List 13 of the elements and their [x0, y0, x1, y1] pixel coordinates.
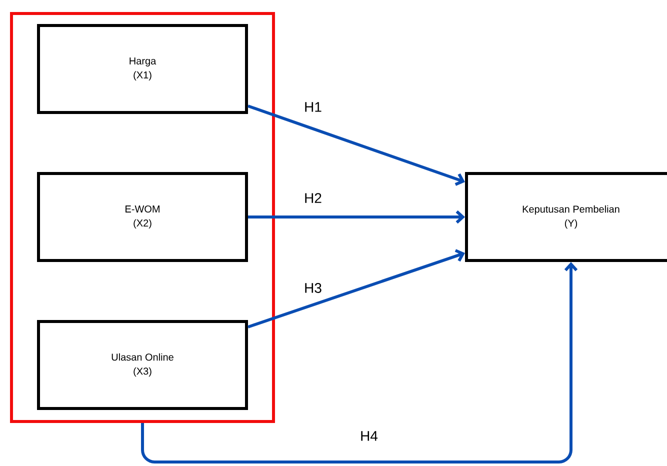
group-frame [10, 12, 275, 423]
edge-label: H2 [305, 193, 322, 203]
variable-box: Harga (X1) [37, 24, 248, 114]
edge-label: H1 [305, 102, 322, 112]
edge-label: H3 [305, 283, 322, 293]
arrow [248, 104, 465, 186]
arrow [248, 249, 465, 328]
arrow [248, 210, 465, 224]
edge-label: H4 [361, 431, 378, 441]
variable-box: E-WOM (X2) [37, 172, 248, 262]
variable-box: Ulasan Online (X3) [37, 320, 248, 410]
arrow [141, 262, 578, 464]
variable-box: Keputusan Pembelian (Y) [465, 172, 667, 262]
